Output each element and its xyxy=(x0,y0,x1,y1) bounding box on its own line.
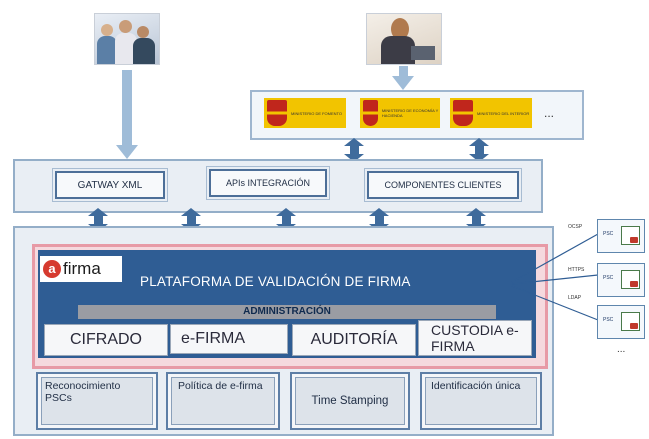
psc-box: PSC xyxy=(597,219,645,253)
ministries-panel: MINISTERIO DE FOMENTO MINISTERIO DE ECON… xyxy=(250,90,584,140)
module-label: e-FIRMA xyxy=(181,330,245,347)
module-custodia: CUSTODIA e-FIRMA xyxy=(418,320,532,356)
more-ministries-indicator: ... xyxy=(544,106,555,120)
psc-box: PSC xyxy=(597,305,645,339)
ministry-badge: MINISTERIO DE ECONOMÍA Y HACIENDA xyxy=(360,98,440,128)
module-auditoria: AUDITORÍA xyxy=(292,324,416,356)
user-to-ministries-arrow xyxy=(399,66,408,78)
protocol-label-https: HTTPS xyxy=(568,267,585,273)
service-label: Identificación única xyxy=(425,377,537,425)
module-label: AUDITORÍA xyxy=(310,331,398,348)
platform-title: PLATAFORMA DE VALIDACIÓN DE FIRMA xyxy=(140,274,411,289)
ministry-label: MINISTERIO DE FOMENTO xyxy=(291,110,343,116)
afirma-at-icon: a xyxy=(43,260,61,278)
ministry-label: MINISTERIO DE ECONOMÍA Y HACIENDA xyxy=(381,108,439,118)
spain-crest-icon xyxy=(267,100,287,126)
service-signature-policy: Política de e-firma xyxy=(166,372,280,430)
afirma-logo-text: firma xyxy=(63,259,101,278)
service-time-stamping: Time Stamping xyxy=(290,372,410,430)
service-psc-recognition: Reconocimiento PSCs xyxy=(36,372,158,430)
service-label: Reconocimiento PSCs xyxy=(41,377,153,425)
module-label: CUSTODIA e-FIRMA xyxy=(431,322,519,354)
more-psc-indicator: ... xyxy=(617,344,626,355)
protocol-label-ocsp: OCSP xyxy=(568,224,583,230)
ministry-label: MINISTERIO DEL INTERIOR xyxy=(477,110,530,116)
psc-box: PSC xyxy=(597,263,645,297)
user-to-gateway-arrowhead xyxy=(116,145,138,159)
protocol-label-ldap: LDAP xyxy=(568,295,582,301)
administration-bar: ADMINISTRACIÓN xyxy=(78,305,496,319)
module-cifrado: CIFRADO xyxy=(44,324,168,356)
psc-label: PSC xyxy=(603,275,614,281)
user-at-laptop-photo xyxy=(366,13,442,65)
service-label: Time Stamping xyxy=(295,377,405,425)
psc-connection-lines xyxy=(511,233,599,321)
spain-crest-icon xyxy=(363,100,378,126)
service-unique-identification: Identificación única xyxy=(420,372,542,430)
afirma-logo: a firma xyxy=(40,256,122,282)
module-label: CIFRADO xyxy=(70,331,142,348)
user-to-gateway-arrow xyxy=(122,70,132,147)
certificate-icon xyxy=(621,270,640,289)
service-label: Política de e-firma xyxy=(171,377,275,425)
business-team-photo xyxy=(94,13,160,65)
ministry-badge: MINISTERIO DE FOMENTO xyxy=(264,98,346,128)
ministry-badge: MINISTERIO DEL INTERIOR xyxy=(450,98,532,128)
gateway-xml-box: GATWAY XML xyxy=(52,168,168,202)
spain-crest-icon xyxy=(453,100,473,126)
integration-apis-box: APIs INTEGRACIÓN xyxy=(206,166,330,200)
integration-tier: GATWAY XML APIs INTEGRACIÓN COMPONENTES … xyxy=(13,159,543,213)
client-components-box: COMPONENTES CLIENTES xyxy=(364,168,522,202)
module-e-firma: e-FIRMA xyxy=(170,324,288,354)
certificate-icon xyxy=(621,226,640,245)
user-to-ministries-arrowhead xyxy=(392,76,414,90)
psc-label: PSC xyxy=(603,317,614,323)
bidirectional-arrow xyxy=(344,138,365,162)
psc-label: PSC xyxy=(603,231,614,237)
bidirectional-arrow xyxy=(469,138,490,162)
certificate-icon xyxy=(621,312,640,331)
